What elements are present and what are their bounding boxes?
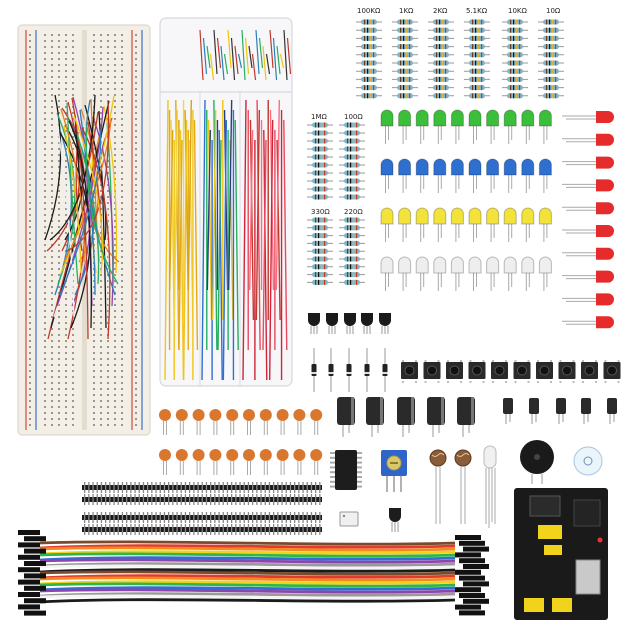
resistor-label-100: 100Ω bbox=[344, 113, 363, 121]
transistor-icon bbox=[389, 508, 401, 532]
transistor-icon bbox=[308, 313, 391, 334]
dupont-ribbon-cable-icon bbox=[18, 530, 489, 616]
ceramic-capacitor-icon bbox=[159, 409, 323, 475]
rgb-led-icon bbox=[483, 445, 497, 528]
resistor-label-2k: 2KΩ bbox=[433, 7, 448, 15]
jumper-wire-bundle-icon bbox=[44, 94, 120, 340]
led-array-icon bbox=[380, 109, 614, 329]
resistor-label-1m: 1MΩ bbox=[311, 113, 327, 121]
ic-chip-icon bbox=[330, 450, 362, 490]
resistor-label-1k: 1KΩ bbox=[399, 7, 414, 15]
photoresistor-icon bbox=[429, 449, 472, 524]
pin-header-icon bbox=[82, 482, 322, 535]
buzzer-icon bbox=[520, 440, 603, 484]
jumper-wire-box-icon bbox=[159, 17, 293, 387]
resistor-label-10k: 10KΩ bbox=[508, 7, 527, 15]
resistor-label-5k1: 5.1KΩ bbox=[466, 7, 488, 15]
potentiometer-icon bbox=[381, 450, 407, 492]
resistor-label-220: 220Ω bbox=[344, 208, 363, 216]
power-supply-module-icon bbox=[514, 488, 608, 620]
push-button-icon bbox=[401, 360, 621, 383]
electrolytic-capacitor-icon bbox=[337, 397, 617, 437]
resistor-label-10: 10Ω bbox=[546, 7, 561, 15]
resistor-label-100k: 100KΩ bbox=[357, 7, 381, 15]
resistor-array-icon bbox=[307, 19, 564, 285]
ic-chip-icon bbox=[339, 511, 359, 527]
diode-icon bbox=[311, 348, 388, 392]
resistor-label-330: 330Ω bbox=[311, 208, 330, 216]
